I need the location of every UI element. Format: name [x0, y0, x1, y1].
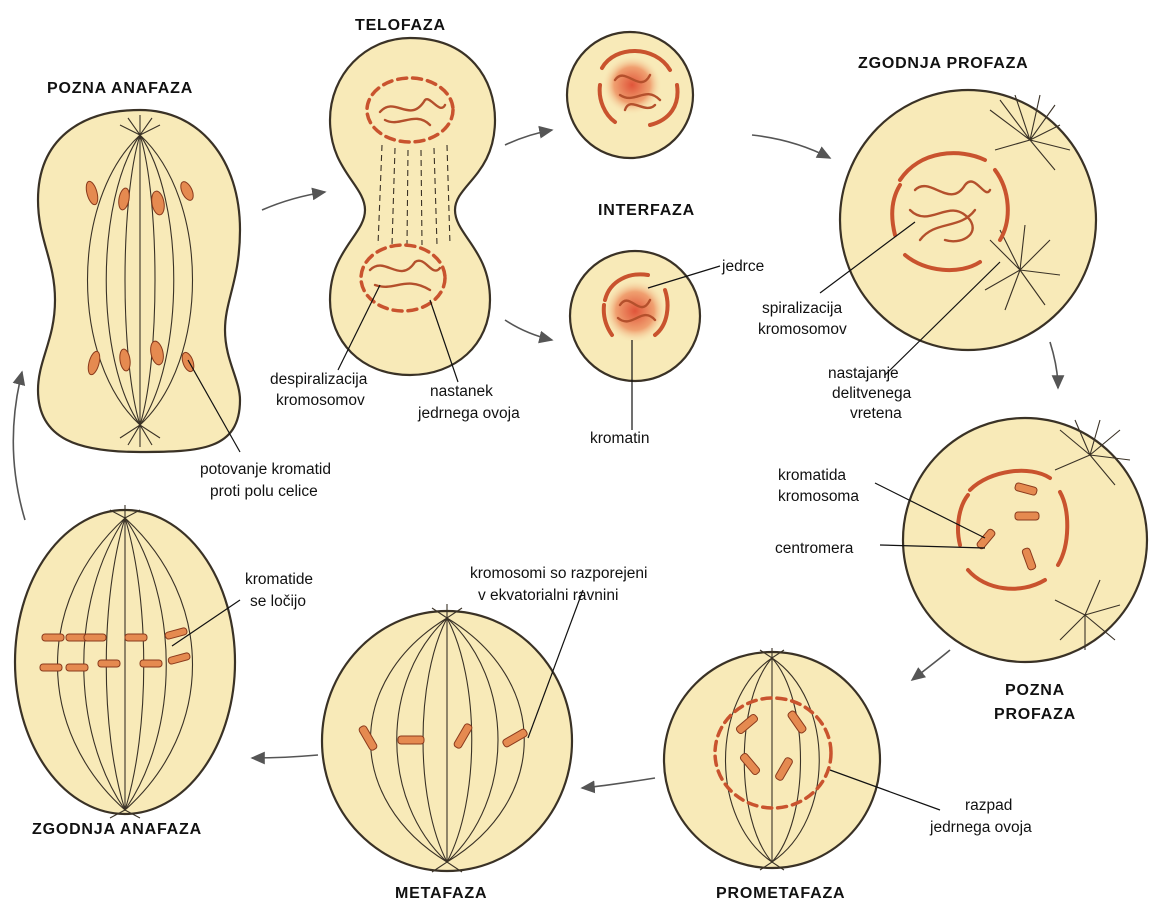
- label-nastajanje-3: vretena: [850, 405, 902, 422]
- label-spiralizacija-1: spiralizacija: [762, 300, 842, 317]
- cell-telophase: [330, 38, 495, 375]
- cell-interphase-top: [567, 32, 693, 158]
- cell-early-anaphase: [15, 505, 235, 818]
- arrow-to-early-anaphase: [252, 755, 318, 758]
- cell-interphase-bottom: [570, 251, 700, 381]
- arrow-to-prometaphase: [912, 650, 950, 680]
- arrow-to-interphase-top: [505, 130, 552, 145]
- label-spiralizacija-2: kromosomov: [758, 321, 847, 338]
- label-nastajanje-2: delitvenega: [832, 385, 912, 402]
- label-nastanek-1: nastanek: [430, 383, 493, 400]
- arrow-to-metaphase: [582, 778, 655, 788]
- title-early-prophase: ZGODNJA PROFAZA: [858, 55, 1029, 72]
- title-late-anaphase: POZNA ANAFAZA: [47, 80, 193, 97]
- label-despiralizacija-1: despiralizacija: [270, 371, 368, 388]
- title-late-prophase-line1: POZNA: [1005, 682, 1065, 699]
- label-potovanje-1: potovanje kromatid: [200, 461, 331, 478]
- title-telophase: TELOFAZA: [355, 17, 446, 34]
- arrow-to-early-prophase: [752, 135, 830, 158]
- title-prometaphase: PROMETAFAZA: [716, 885, 845, 902]
- cell-prometaphase: [664, 648, 880, 870]
- label-kromosomi-1: kromosomi so razporejeni: [470, 565, 647, 582]
- cell-metaphase: [322, 604, 572, 872]
- arrow-to-telophase: [262, 192, 325, 210]
- label-kromatin: kromatin: [590, 430, 649, 447]
- title-late-prophase-line2: PROFAZA: [994, 706, 1076, 723]
- arrow-to-late-prophase: [1050, 342, 1058, 388]
- cell-late-anaphase: [38, 110, 240, 452]
- label-kromatida-2: kromosoma: [778, 488, 859, 505]
- cell-early-prophase: [840, 90, 1096, 350]
- arrow-to-late-anaphase: [13, 372, 25, 520]
- label-kromatide-1: kromatide: [245, 571, 313, 588]
- label-kromosomi-2: v ekvatorialni ravnini: [478, 587, 618, 604]
- title-metaphase: METAFAZA: [395, 885, 487, 902]
- label-centromera: centromera: [775, 540, 854, 557]
- label-razpad-2: jedrnega ovoja: [929, 819, 1032, 836]
- label-despiralizacija-2: kromosomov: [276, 392, 365, 409]
- cell-late-prophase: [903, 418, 1147, 662]
- label-nastanek-2: jedrnega ovoja: [417, 405, 520, 422]
- arrow-to-interphase-bottom: [505, 320, 552, 340]
- title-interphase: INTERFAZA: [598, 202, 695, 219]
- title-early-anaphase: ZGODNJA ANAFAZA: [32, 821, 202, 838]
- label-kromatide-2: se ločijo: [250, 593, 306, 610]
- label-razpad-1: razpad: [965, 797, 1012, 814]
- label-nastajanje-1: nastajanje: [828, 365, 899, 382]
- label-kromatida-1: kromatida: [778, 467, 846, 484]
- label-jedrce: jedrce: [721, 258, 764, 275]
- label-potovanje-2: proti polu celice: [210, 483, 318, 500]
